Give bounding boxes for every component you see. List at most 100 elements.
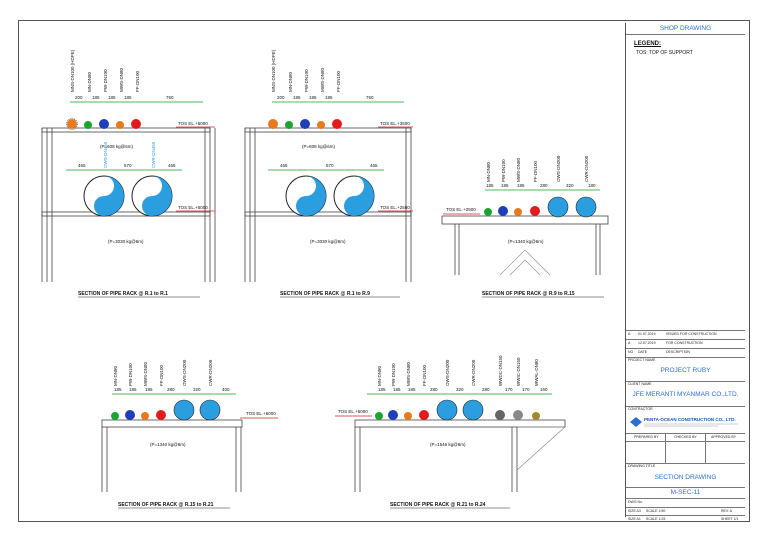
load-label: (P=3030 kg@6m): [108, 239, 144, 244]
rev-date: 12.07.2019: [638, 341, 656, 345]
drawing-title: SECTION DRAWING: [654, 474, 717, 481]
section-r21-r24: [335, 393, 566, 509]
tos-label: TOS EL.+5000: [178, 205, 208, 210]
scale-a3: SCALE 1:50: [646, 509, 666, 513]
client-name: JFE MERANTI MYANMAR CO.,LTD.: [632, 391, 739, 398]
dim-label: 465: [168, 163, 176, 168]
rev-date: DATE: [638, 350, 648, 354]
pipe-label: WWAL-DN80: [534, 359, 539, 386]
dim-label: 185: [124, 95, 132, 100]
pipe-label: MN-DN80: [288, 72, 293, 92]
dim-label: 185: [92, 95, 100, 100]
pipe-label: OWS-DN200: [556, 155, 561, 182]
pipe-label: FF-DN100: [135, 70, 140, 92]
project-name-label: PROJECT NAME: [628, 358, 656, 362]
drawing-frame: [18, 20, 750, 522]
pipe-label: MWS-DN80: [143, 362, 148, 386]
dwg-no: M-SEC-11: [670, 489, 701, 496]
pipe-label: CWR-DN200: [584, 155, 589, 182]
pipe-label: PW-DN100: [128, 363, 133, 386]
pipe-label: CWR-DN200: [471, 359, 476, 386]
legend-title: LEGEND:: [634, 41, 661, 47]
load-label: (P=1340 kg@6m): [508, 239, 544, 244]
dim-label: 280: [482, 387, 490, 392]
dim-label: 570: [124, 163, 132, 168]
dim-label: 185: [378, 387, 386, 392]
load-label: (P=608 kg@6m): [100, 144, 133, 149]
dim-label: 320: [456, 387, 464, 392]
pipe-label: WWIC-DN150: [516, 357, 521, 386]
pipe-label: PW-DN100: [391, 363, 396, 386]
pipe-label: MWS-DN80: [119, 68, 124, 92]
title-block: SHOP DRAWING LEGEND: TOS: TOP OF SUPPORT…: [625, 23, 745, 521]
pipe-label: OWS-DN450: [103, 141, 108, 168]
pipe-label: FF-DN100: [336, 70, 341, 92]
section-3-labels: MN-DN80 PW-DN100 MWS-DN80 FF-DN100 OWS-D…: [446, 155, 596, 297]
tos-label: TOS EL.+2500: [380, 205, 410, 210]
pipe-label: PW-DN100: [501, 159, 506, 182]
section-r9-r15: [441, 189, 609, 298]
prepared-by: PREPARED BY: [634, 435, 659, 439]
section-caption: SECTION OF PIPE RACK @ R.15 to R.21: [118, 502, 214, 508]
dim-label: 320: [193, 387, 201, 392]
pipe-label: MNS-DN100 (HDPE): [70, 49, 75, 92]
dim-label: 185: [408, 387, 416, 392]
size-a3: SIZE A3: [628, 509, 641, 513]
dim-label: 400: [222, 387, 230, 392]
pipe-label: MN-DN80: [486, 162, 491, 182]
dim-label: 760: [366, 95, 374, 100]
dim-label: 185: [325, 95, 333, 100]
rev-desc: FOR CONSTRUCTION: [666, 341, 703, 345]
dim-label: 185: [393, 387, 401, 392]
approved-by: APPROVED BY: [711, 435, 737, 439]
rev-label: REV. A: [721, 509, 732, 513]
load-label: (P=1340 kg@6m): [150, 442, 186, 447]
rev-no: NO: [628, 350, 634, 354]
dim-label: 465: [78, 163, 86, 168]
pipe-label: OWS-DN200: [182, 359, 187, 386]
pipe-label: MNS-DN100 (HDPE): [271, 49, 276, 92]
sheet-number: SHEET 1/1: [721, 517, 739, 521]
dim-label: 185: [129, 387, 137, 392]
dim-label: 465: [370, 163, 378, 168]
pipe-label: PW-DN100: [103, 69, 108, 92]
dim-label: 280: [167, 387, 175, 392]
pipe-label: MN-DN80: [377, 366, 382, 386]
tos-label: TOS EL.+2500: [446, 207, 476, 212]
pipe-label: PW-DN100: [304, 69, 309, 92]
dim-label: 280: [540, 183, 548, 188]
dim-label: 200: [277, 95, 285, 100]
section-r15-r21: [101, 393, 278, 509]
dim-label: 465: [280, 163, 288, 168]
dim-label: 570: [326, 163, 334, 168]
contractor-label: CONTRACTOR: [628, 407, 653, 411]
tos-label: TOS EL.+6000: [178, 121, 208, 126]
dim-label: 170: [505, 387, 513, 392]
dim-label: 200: [75, 95, 83, 100]
contractor-logo: PENTA-OCEAN CONSTRUCTION CO., LTD.: [630, 417, 738, 427]
legend-tos: TOS: TOP OF SUPPORT: [636, 50, 693, 56]
rev-desc: ISSUED FOR CONSTRUCTION: [666, 332, 717, 336]
section-caption: SECTION OF PIPE RACK @ R.21 to R.24: [390, 502, 486, 508]
pipe-label: MN-DN80: [113, 366, 118, 386]
pipe-label: OWS-DN200: [445, 359, 450, 386]
client-name-label: CLIENT NAME: [628, 382, 652, 386]
rev-no: A: [628, 332, 631, 336]
scale-a1: SCALE 1:25: [646, 517, 666, 521]
dim-label: 185: [309, 95, 317, 100]
svg-text:PENTA-OCEAN CONSTRUCTION CO.,: PENTA-OCEAN CONSTRUCTION CO., LTD.: [644, 417, 736, 422]
section-caption: SECTION OF PIPE RACK @ R.1 to R.1: [78, 291, 168, 297]
dim-label: 185: [517, 183, 525, 188]
pipe-label: FF-DN100: [533, 160, 538, 182]
size-a1: SIZE A1: [628, 517, 641, 521]
section-caption: SECTION OF PIPE RACK @ R.9 to R.15: [482, 291, 575, 297]
section-4-labels: MN-DN80 PW-DN100 MWS-DN80 FF-DN100 OWS-D…: [113, 359, 276, 508]
dim-label: 185: [293, 95, 301, 100]
section-r1-r9: [244, 101, 413, 298]
sheet-title: SHOP DRAWING: [659, 25, 712, 32]
dim-label: 280: [430, 387, 438, 392]
dim-label: 185: [486, 183, 494, 188]
pipe-label: FF-DN100: [159, 364, 164, 386]
rev-no: A: [628, 341, 631, 345]
